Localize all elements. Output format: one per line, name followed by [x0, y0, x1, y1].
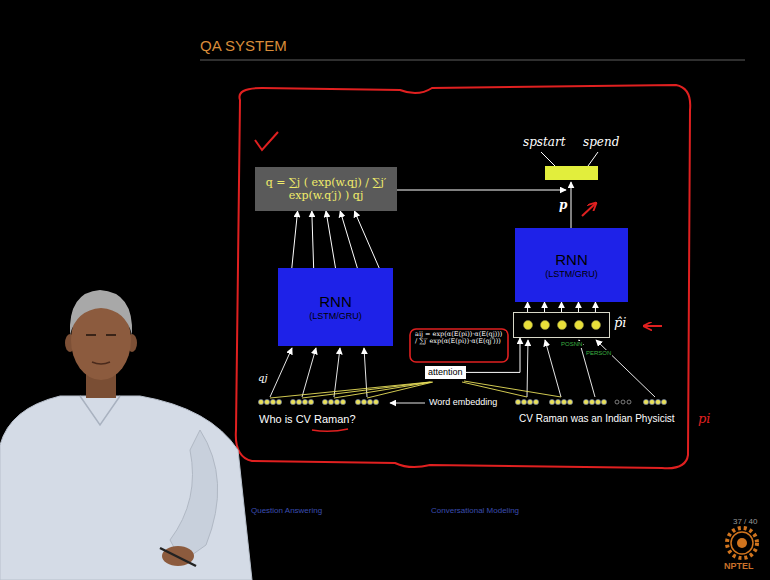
flow-arrow-line	[292, 211, 298, 268]
embedding-pointer	[390, 403, 425, 404]
logo-hub	[737, 538, 747, 548]
handwritten-note: pi	[697, 412, 711, 427]
embedding-dots	[643, 399, 666, 404]
flow-arrow-line	[527, 302, 528, 312]
embedding-dots	[515, 399, 538, 404]
rnn-box: RNN(LSTM/GRU)	[278, 268, 393, 346]
annotation-outline	[236, 85, 690, 468]
embedding-dots	[322, 399, 345, 404]
flow-arrow-line	[340, 211, 357, 268]
ellipsis-dot	[621, 400, 625, 404]
annotation-box	[410, 329, 508, 362]
annotation-underline	[312, 429, 348, 431]
span-line	[541, 152, 555, 166]
rnn-subtitle: (LSTM/GRU)	[309, 311, 362, 322]
flow-arrow-line	[578, 302, 579, 312]
q-arrow	[397, 190, 566, 191]
attention-lines	[270, 381, 561, 398]
logo-gear	[727, 528, 757, 558]
attention-formula: aij = exp(α(E(pi))·α(E(qj))) / ∑j′ exp(α…	[414, 331, 506, 346]
flow-arrow-line	[561, 302, 562, 312]
span-line	[588, 152, 598, 166]
annotation-check	[255, 132, 278, 150]
passage-text: CV Raman was an Indian Physicist	[518, 413, 676, 425]
annotation-arrow	[582, 203, 596, 216]
passage-vector-label: p̂i	[614, 315, 626, 331]
attention-label: attention	[428, 367, 463, 378]
pooling-formula: q = ∑j ( exp(w.qj) / ∑j′ exp(w.q′j) ) qj	[260, 176, 392, 202]
embedding-dots	[549, 399, 572, 404]
annotation-arrow	[644, 325, 662, 327]
embedding-dots	[258, 399, 281, 404]
embedding-dots	[355, 399, 378, 404]
flow-arrow-line	[354, 211, 379, 268]
rnn-subtitle: (LSTM/GRU)	[545, 269, 598, 280]
embedding-dots	[583, 399, 606, 404]
attention-box: attention	[425, 366, 466, 379]
embedding-dots	[290, 399, 313, 404]
formula-box: q = ∑j ( exp(w.qj) / ∑j′ exp(w.q′j) ) qj	[255, 167, 397, 211]
span-end-label: spend	[582, 136, 620, 150]
ellipsis-dot	[627, 400, 631, 404]
rnn-title: RNN	[319, 293, 352, 311]
footer-section: Conversational Modeling	[430, 506, 520, 515]
flow-arrow-line	[595, 302, 596, 312]
pos-tag: POSNN	[560, 341, 583, 348]
logo-ring	[731, 532, 753, 554]
passage-vector-row: p̂i	[513, 312, 610, 338]
flow-arrow	[292, 211, 379, 268]
footer-section: Question Answering	[250, 506, 323, 515]
embedding-caption: Word embedding	[428, 397, 498, 407]
flow-arrow-line	[544, 302, 545, 312]
output-bar	[545, 166, 598, 180]
page-number: 37 / 40	[732, 517, 758, 526]
flow-arrow-line	[326, 211, 336, 268]
span-start-label: spstart	[522, 136, 567, 150]
question-vector-label: qj	[257, 372, 269, 384]
question-text: Who is CV Raman?	[258, 413, 357, 426]
slide-title: QA SYSTEM	[200, 37, 287, 54]
p-arrow	[571, 182, 572, 228]
passage-dots	[524, 321, 601, 330]
passage-vector-p: p	[558, 199, 568, 213]
logo-text: NPTEL	[723, 561, 755, 571]
rnn-title: RNN	[555, 251, 588, 269]
flow-arrow-line	[312, 211, 314, 268]
embedding-arrows	[527, 340, 655, 397]
ner-tag: PERSON	[585, 350, 612, 357]
presenter	[0, 290, 252, 580]
rnn-box: RNN(LSTM/GRU)	[515, 228, 628, 302]
title-rule	[200, 60, 745, 61]
ellipsis-dot	[615, 400, 619, 404]
flow-arrow	[528, 302, 596, 312]
